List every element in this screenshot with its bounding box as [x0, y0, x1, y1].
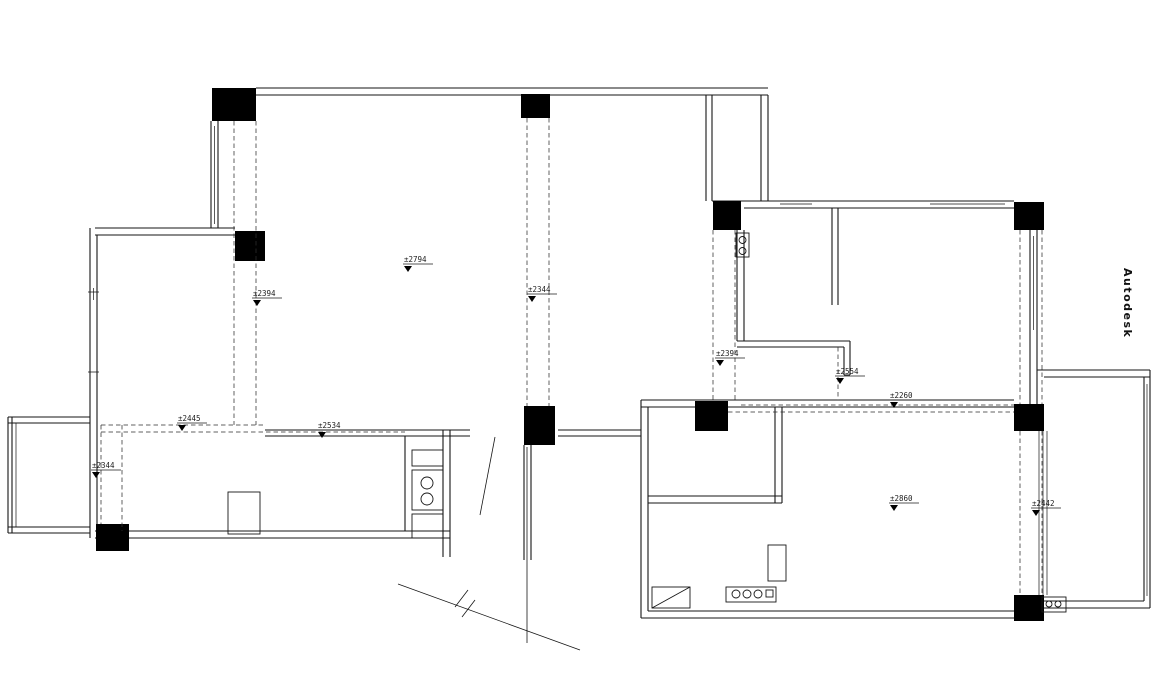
- column-marker: [96, 524, 129, 551]
- column-marker: [524, 406, 555, 445]
- elevation-marker: ±2534: [317, 421, 347, 438]
- elevation-marker: ±2442: [1031, 499, 1061, 516]
- elevation-label: ±2554: [836, 367, 859, 376]
- column-marker: [235, 231, 265, 261]
- column-marker: [1014, 202, 1044, 230]
- column-marker: [1014, 595, 1044, 621]
- column-marker: [521, 94, 550, 118]
- burner-icon: [753, 589, 763, 599]
- level-triangle-icon: [836, 378, 844, 384]
- elevation-marker: ±2445: [177, 414, 207, 431]
- level-triangle-icon: [404, 266, 412, 272]
- level-triangle-icon: [890, 505, 898, 511]
- level-triangle-icon: [890, 402, 898, 408]
- washer: [1041, 596, 1067, 613]
- window-lines: [15, 126, 1148, 596]
- elevation-label: ±2394: [716, 349, 739, 358]
- level-triangle-icon: [318, 432, 326, 438]
- elevation-label: ±2794: [404, 255, 427, 264]
- door-swing: [479, 436, 496, 516]
- elevation-label: ±2394: [253, 289, 276, 298]
- column-marker: [695, 401, 728, 431]
- wall-lines: [7, 87, 1151, 619]
- tall-cabinet: [767, 544, 787, 582]
- level-triangle-icon: [716, 360, 724, 366]
- elevation-label: ±2344: [528, 285, 551, 294]
- autodesk-watermark: Autodesk: [1121, 268, 1134, 338]
- kitchen-counter-appliances: [411, 449, 444, 539]
- elevation-label: ±2534: [318, 421, 341, 430]
- stove: [725, 586, 777, 603]
- elevation-marker: ±2794: [403, 255, 433, 272]
- column-marker: [212, 88, 256, 121]
- elevation-label: ±2344: [92, 461, 115, 470]
- sink-bowl-icon: [420, 492, 434, 506]
- level-triangle-icon: [92, 472, 100, 478]
- level-triangle-icon: [1032, 510, 1040, 516]
- kitchen-cabinet: [227, 491, 261, 535]
- grid-dashed-lines: [100, 118, 1043, 595]
- level-triangle-icon: [253, 300, 261, 306]
- column-marker: [713, 201, 741, 230]
- elevation-label: ±2442: [1032, 499, 1055, 508]
- elevation-marker: ±2344: [91, 461, 121, 478]
- level-triangle-icon: [528, 296, 536, 302]
- burner-icon: [742, 589, 752, 599]
- radiator: [735, 232, 750, 258]
- column-marker: [1014, 404, 1044, 431]
- elevation-label: ±2860: [890, 494, 913, 503]
- level-triangle-icon: [178, 425, 186, 431]
- elevation-label: ±2260: [890, 391, 913, 400]
- column-markers: [96, 88, 1044, 621]
- elevation-marker: ±2860: [889, 494, 919, 511]
- fridge: [651, 586, 691, 609]
- elevation-marker: ±2394: [252, 289, 282, 306]
- elevation-marker: ±2344: [527, 285, 557, 302]
- section-line: [397, 447, 581, 651]
- elevation-marker: ±2260: [889, 391, 919, 408]
- elevation-marker: ±2394: [715, 349, 745, 366]
- burner-icon: [731, 589, 741, 599]
- fixtures: [227, 232, 1067, 613]
- sink-bowl-icon: [420, 476, 434, 490]
- elevation-marker: ±2554: [835, 367, 865, 384]
- elevation-label: ±2445: [178, 414, 201, 423]
